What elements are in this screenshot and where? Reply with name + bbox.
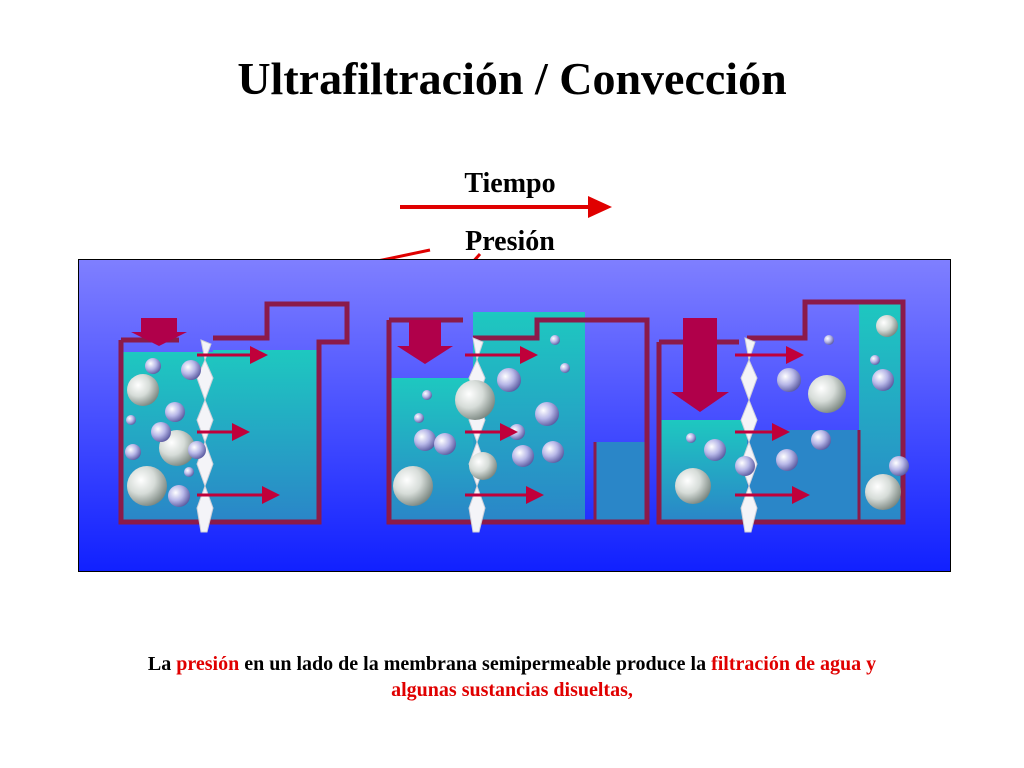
- solute-particle-icon: [393, 335, 570, 506]
- flow-arrow-icon: [465, 346, 544, 504]
- piston-arrow-icon: [397, 320, 453, 364]
- flow-arrow-icon: [197, 346, 280, 504]
- pressure-label: Presión: [465, 226, 555, 257]
- solute-particle-icon: [675, 315, 909, 510]
- caption-text: La: [147, 653, 177, 675]
- container-stage-1: [118, 301, 350, 533]
- caption-text: en un lado de la membrana semipermeable …: [239, 653, 712, 675]
- caption-highlight: algunas sustancias disueltas,: [391, 679, 633, 701]
- container-stage-2: [386, 312, 650, 533]
- piston-arrow-icon: [131, 318, 187, 346]
- membrane-icon: [740, 337, 758, 533]
- time-label: Tiempo: [464, 168, 556, 199]
- membrane-icon: [196, 339, 214, 533]
- page-title: Ultrafiltración / Convección: [237, 53, 787, 104]
- container-stage-3: [656, 299, 909, 533]
- piston-arrow-icon: [671, 318, 729, 412]
- caption-highlight: presión: [176, 653, 240, 675]
- time-arrow-icon: [400, 196, 612, 218]
- caption: La presión en un lado de la membrana sem…: [0, 651, 1024, 703]
- solute-particle-icon: [125, 358, 206, 507]
- caption-highlight: filtración de agua y: [711, 653, 877, 675]
- ultrafiltration-diagram: [78, 259, 951, 572]
- flow-arrow-icon: [735, 346, 810, 504]
